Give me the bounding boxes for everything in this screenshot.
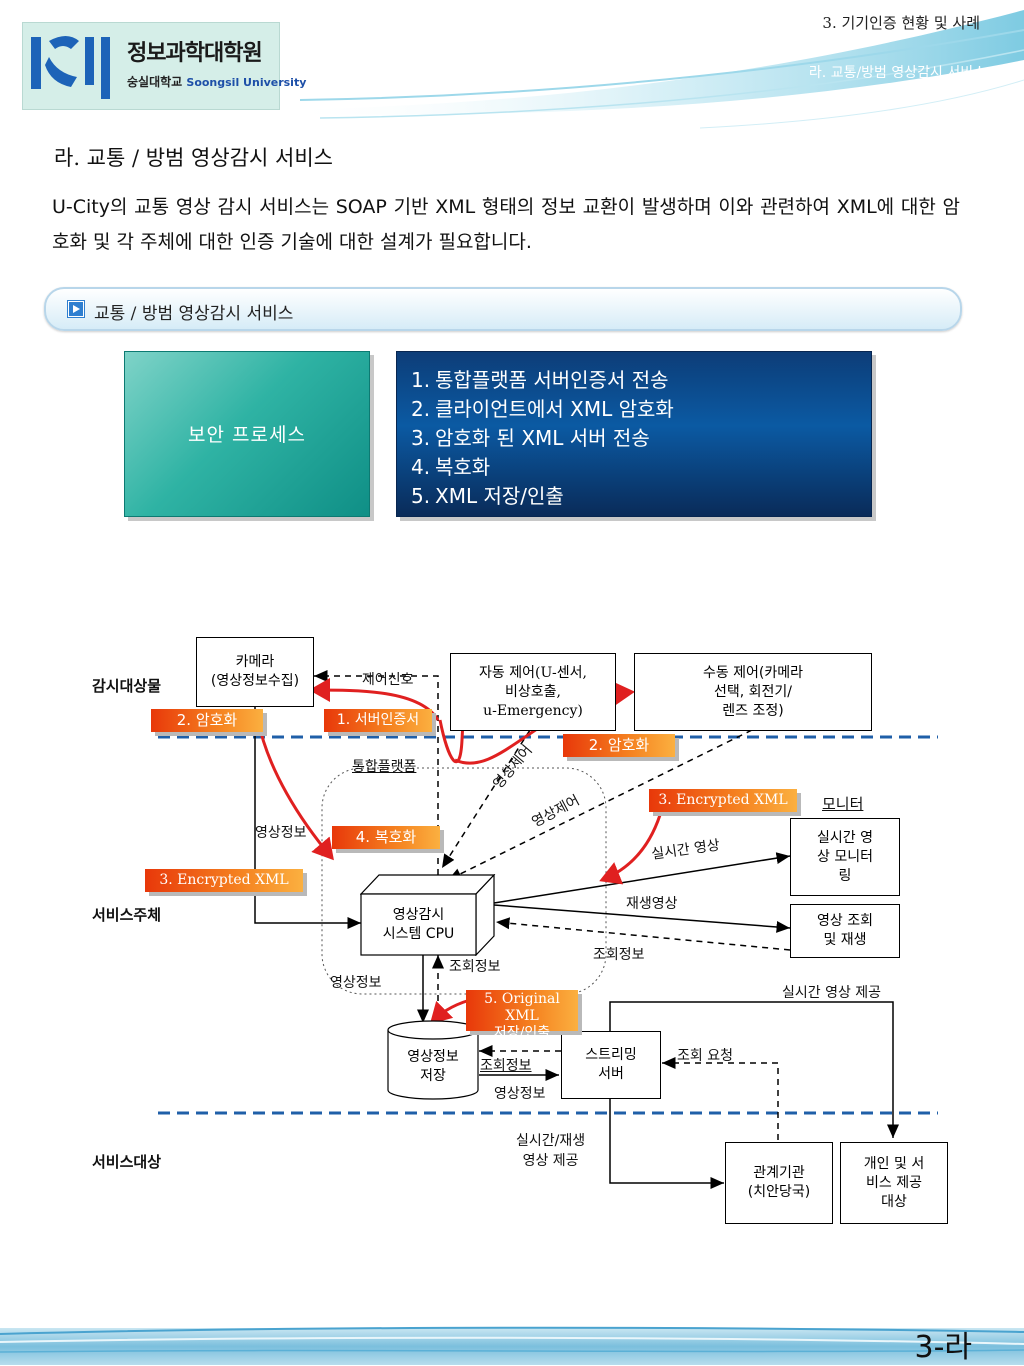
footer-band [0,1322,1024,1365]
encrypt-tag: 2. 암호화 [151,709,263,732]
query-info-label: 조회정보 [449,956,501,976]
video-info-label: 영상정보 [494,1083,546,1103]
page-number: 3-라 [914,1322,972,1366]
encrypted-xml-tag: 3. Encrypted XML [145,869,303,892]
cpu-label: 영상감시 시스템 CPU [361,895,476,955]
realtime-provide-label: 실시간 영상 제공 [782,982,881,1002]
video-info-label: 영상정보 [330,972,382,992]
storage-label: 영상정보 저장 [388,1042,478,1092]
playback-video-label: 재생영상 [626,893,678,913]
camera-box: 카메라 (영상정보수집) [196,637,314,707]
platform-label: 통합플랫폼 [352,756,416,776]
encrypt-tag: 2. 암호화 [563,734,675,757]
auto-control-box: 자동 제어(U-센서, 비상호출, u-Emergency) [450,653,616,731]
query-request-label: 조회 요청 [677,1045,733,1065]
zone-subject: 서비스주체 [92,904,161,925]
zone-monitored: 감시대상물 [92,675,161,696]
manual-control-box: 수동 제어(카메라 선택, 회전기/ 렌즈 조정) [634,653,872,731]
realtime-monitor-box: 실시간 영 상 모니터 링 [790,818,900,896]
monitor-label: 모니터 [822,793,863,814]
original-xml-tag: 5. Original XML 저장/인출 [466,990,578,1031]
query-info-label: 조회정보 [593,944,645,964]
video-info-label: 영상정보 [255,822,307,842]
video-query-box: 영상 조회 및 재생 [790,904,900,958]
individual-box: 개인 및 서 비스 제공 대상 [840,1142,948,1224]
realtime-playback-label: 실시간/재생 영상 제공 [516,1130,585,1170]
agency-box: 관계기관 (치안당국) [725,1142,833,1224]
streaming-server-box: 스트리밍 서버 [561,1031,661,1099]
zone-target: 서비스대상 [92,1151,161,1172]
decrypt-tag: 4. 복호화 [332,826,440,849]
server-cert-tag: 1. 서버인증서 [324,709,432,732]
encrypted-xml-tag: 3. Encrypted XML [649,789,797,812]
query-info-label: 조회정보 [480,1055,532,1075]
control-signal-label: 제어신호 [362,669,414,689]
